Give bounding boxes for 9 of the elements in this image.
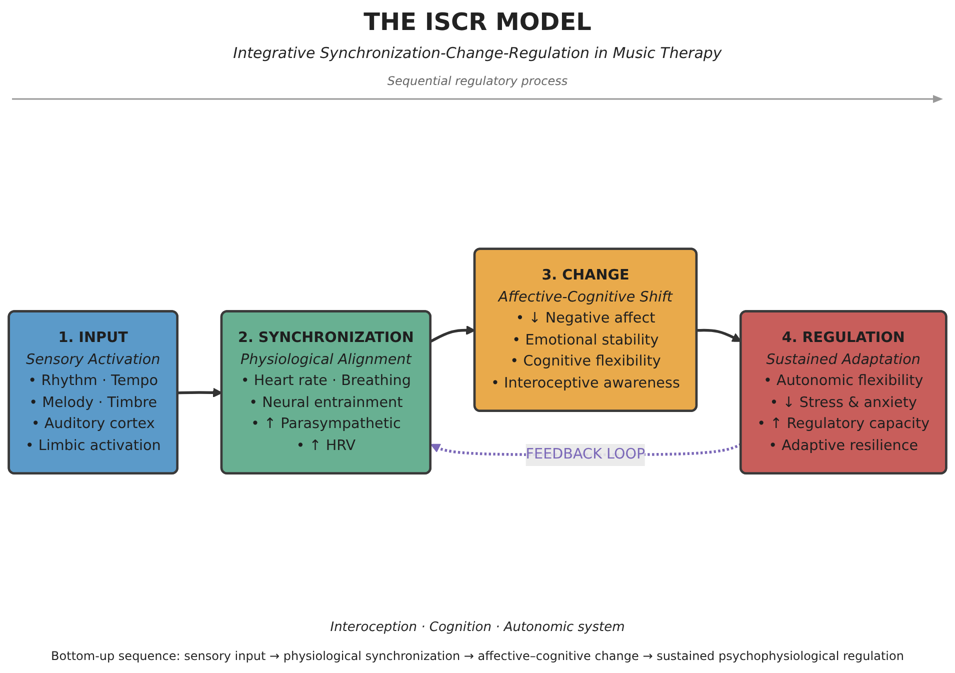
edge-label: FEEDBACK LOOP (526, 446, 646, 463)
feedback-components: Interoception · Cognition · Autonomic system (330, 620, 625, 635)
process-label: Sequential regulatory process (387, 74, 568, 88)
diagram-title: THE ISCR MODEL (364, 8, 592, 36)
arrow (430, 325, 476, 342)
subtitle: Integrative Synchronization-Change-Regulation in Music Therapy (233, 44, 722, 62)
arrow (697, 328, 742, 342)
footnote: Bottom-up sequence: sensory input → physiological synchronization → affective–cognitive change → sustained psychophysiological regulation (51, 649, 904, 663)
arrow (178, 388, 222, 398)
